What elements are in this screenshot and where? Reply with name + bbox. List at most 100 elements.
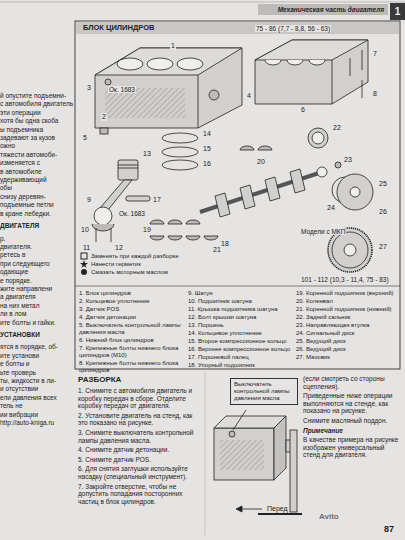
callout-number: 25 [378,180,388,188]
cut-text-line: тяжести автомоби- [0,151,73,159]
part-list-item: 9. Шатун [188,290,294,297]
legend-symbol [80,260,88,268]
part-list-item: 7. Крепежные болты нижнего блока цилиндр… [79,345,185,359]
node-text: Механическая часть двигателя [262,6,384,13]
part-list-item: 20. Коленвал [296,298,398,305]
text-column: 9. Шатун10. Подшипник шатуна11. Крышка п… [188,290,294,370]
node-text: Выключатель контрольной лампы давления м… [234,381,294,402]
callout-number: 14 [202,130,212,138]
cut-text-line: ретесь в [0,251,73,259]
cut-text-line: одающие [0,268,73,276]
part-list-item: 16. Верхнее компрессионное кольцо [188,346,294,353]
callout-number: 7 [372,50,378,58]
part-list-item: 2. Кольцевое уплотнение [79,298,185,305]
cut-text-line: ьте проверь [0,369,73,377]
cut-text-line: УСТАНОВКИ [0,331,73,339]
cut-text-line: ели давления всех [0,394,73,402]
text-column: й опустите подъемни-с автомобиля двигате… [0,92,73,427]
part-list-item: 17. Поршневой палец [188,354,294,361]
legend-text: Нанести герметик [91,260,141,268]
callout-number: 12 [114,244,124,252]
part-list-item: 12. Болт крышки шатуна [188,314,294,321]
callout-number: 5 [82,134,88,142]
cut-text-line: р. [0,235,73,243]
callout-number: 27 [378,243,388,251]
body-text: Примечание [303,427,400,435]
callout-number: 19 [142,226,152,234]
cut-text-line: с автомобиля двигатель [0,100,73,108]
node-text: 1 [392,6,403,17]
callout-box: Выключатель контрольной лампы давления м… [230,378,298,405]
figure-note: Модели с МКП [300,228,346,235]
cut-text-line: задевают за кузов [0,134,73,142]
callout-number: 21 [212,246,222,254]
legend-text: Заменять при каждой разборке [91,252,179,260]
part-list-item: 5. Выключатель контрольной лампы давлени… [79,322,185,336]
part-list-item: 25. Ведущий диск [296,338,398,345]
cut-text-line: ли в лом [0,310,73,318]
part-list-item: 3. Датчик POS [79,306,185,313]
legend-row: Нанести герметик [80,260,179,268]
callout-number: 22 [332,124,342,132]
body-text: 1. Снимите с автомобиля двигатель и коро… [78,387,202,410]
part-list-item: 8. Крепежные болты нижнего блока цилиндр… [79,360,185,374]
chapter-tab: 1 [390,3,405,20]
callout-number: 2 [101,113,107,121]
body-text: (если смотреть со стороны сцепления). [303,375,400,390]
cut-text-line: ы подъемника [0,126,73,134]
text-column: 19. Коренной подшипник (верхний)20. Коле… [296,290,398,362]
part-list-item: 10. Подшипник шатуна [188,298,294,305]
cut-text-line: изменяется с [0,159,73,167]
figure-note: Avito [318,512,340,521]
cut-text-line: е порядке. [0,277,73,285]
callout-number: 11 [82,244,91,252]
text-column: 1. Блок цилиндров2. Кольцевое уплотнение… [79,290,185,375]
cut-text-line: е болты и [0,360,73,368]
callout-number: 10 [80,226,90,234]
part-list-item: 22. Задний сальник [296,314,398,321]
cut-text-line: в автомобиле [0,168,73,176]
figure-note: Ок. 1683 [118,210,146,217]
cut-text-line: при следующего [0,260,73,268]
callout-number: 1 [170,42,176,50]
part-list-item: 19. Коренной подшипник (верхний) [296,290,398,297]
section-heading: РАЗБОРКА [78,375,202,385]
cut-text-line: а двигателя [0,293,73,301]
cut-text-line: и отсутствии [0,385,73,393]
cut-text-line: ии вибрации [0,411,73,419]
figure-title: БЛОК ЦИЛИНДРОВ [80,23,157,34]
cut-text-line: http://auto-kniga.ru [0,419,73,427]
cut-text-line: эти операции [0,109,73,117]
part-list-item: 13. Поршень [188,322,294,329]
cut-text-line: ДВИГАТЕЛЯ [0,222,73,230]
figure-note: 75 - 86 (7,7 - 8,8, 56 - 63) [255,25,331,32]
body-text: Приведенные ниже операции выполняются на… [303,392,400,415]
legend-row: Заменять при каждой разборке [80,252,179,260]
cut-text-line: ите установи [0,352,73,360]
callout-number: 16 [202,160,212,168]
callout-number: 87 [383,524,395,534]
cut-text-line: хотя бы одна скоба [0,117,73,125]
part-list-item: 21. Коренной подшипник (нижний) [296,306,398,313]
symbol-legend: Заменять при каждой разборкеНанести герм… [80,252,179,276]
cut-text-line: ты, жидкости в ли- [0,377,73,385]
legend-row: Смазать моторным маслом [80,268,179,276]
part-list-item: 23. Направляющая втулка [296,322,398,329]
text-column: РАЗБОРКА 1. Снимите с автомобиля двигател… [78,375,202,507]
cut-text-line: обы [0,184,73,192]
legend-symbol [80,252,88,260]
body-text: 3. Снимите выключатель контрольной лампы… [78,429,202,444]
cut-text-line: жите направлени [0,285,73,293]
cut-text-line: ожно [0,142,73,150]
callout-number: 26 [378,208,388,216]
figure-note: Перед [266,505,289,513]
callout-number: 3 [86,84,92,92]
figure-note: Ок. 1683 [108,86,136,93]
callout-number: 20 [256,158,266,166]
section-header: Механическая часть двигателя [258,4,388,15]
cut-text-line: в кране лебедки. [0,210,73,218]
part-list-item: 11. Крышка подшипника шатуна [188,306,294,313]
text-column: (если смотреть со стороны сцепления). При… [303,375,400,461]
body-text: 6. Для снятия заглушки используйте насад… [78,465,202,480]
